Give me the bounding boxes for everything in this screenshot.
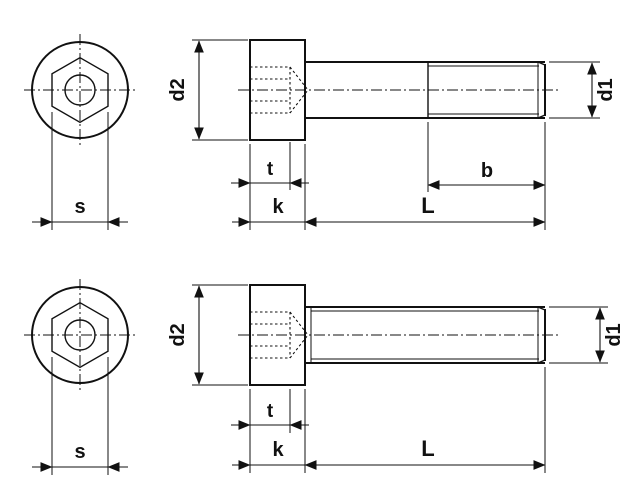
bottom-screw-side-view [238, 284, 560, 386]
bottom-screw-front-view [24, 279, 136, 391]
dimension-label-t-top: t [267, 159, 274, 180]
top-screw-side-view [238, 39, 560, 141]
dimension-label-d1-top: d1 [595, 78, 617, 101]
hex-socket-outline [51, 301, 109, 369]
end-chamfer [537, 306, 546, 311]
dimension-label-d2-bottom: d2 [167, 323, 189, 346]
dimension-label-t-bottom: t [267, 401, 274, 422]
hex-socket-outline [51, 56, 109, 124]
dimension-label-L-top: L [421, 193, 434, 218]
dimension-label-k-bottom: k [272, 439, 284, 461]
dimension-label-d2-top: d2 [167, 78, 189, 101]
dimension-label-k-top: k [272, 196, 284, 218]
top-screw-front-view [24, 34, 136, 146]
dimension-label-b-top: b [481, 160, 493, 182]
dimension-label-s-bottom: s [74, 441, 85, 463]
hidden-socket-lines [250, 66, 309, 114]
dimension-label-L-bottom: L [421, 436, 434, 461]
bottom-screw-dimensions: s d2 d1 t k L [32, 284, 625, 475]
top-screw-dimensions: s d2 d1 t k b L [32, 39, 617, 230]
dimension-label-d1-bottom: d1 [603, 323, 625, 346]
hidden-socket-lines [250, 311, 309, 359]
dimension-label-s-top: s [74, 196, 85, 218]
end-chamfer [537, 61, 546, 66]
